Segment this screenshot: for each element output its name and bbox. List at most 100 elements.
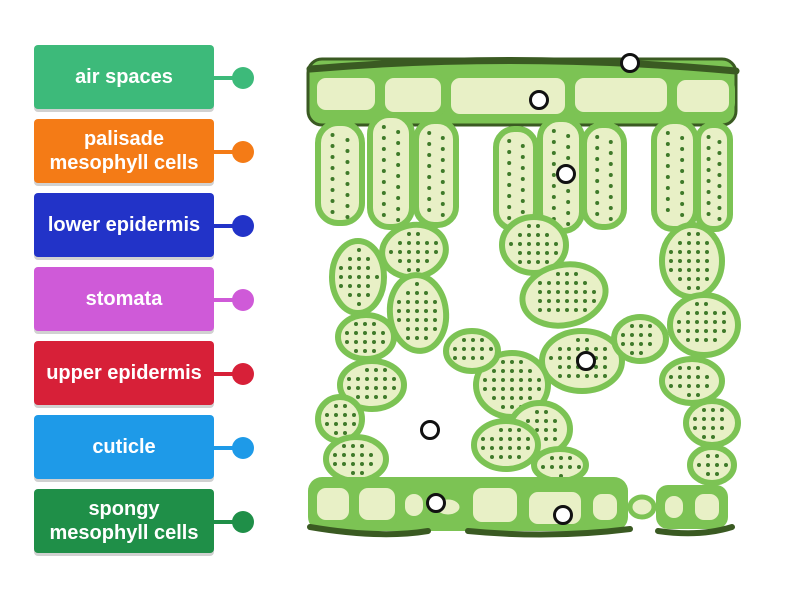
label-handle[interactable] [232,289,254,311]
chloroplast [594,347,598,351]
chloroplast [566,156,571,160]
label-cuticle[interactable]: cuticle [34,415,214,479]
chloroplast [648,342,652,346]
chloroplast [704,302,708,306]
chloroplast [693,426,697,430]
drop-target[interactable] [420,420,440,440]
chloroplast [398,241,402,245]
chloroplast [339,266,343,270]
chloroplast [639,351,643,355]
chloroplast [424,309,428,313]
chloroplast [536,251,540,255]
chloroplast [528,396,532,400]
chloroplast [639,324,643,328]
chloroplast [396,218,401,222]
chloroplast [489,347,493,351]
chloroplast [705,384,709,388]
chloroplast [697,463,701,467]
chloroplast [686,329,690,333]
chloroplast [528,369,532,373]
chloroplast [383,395,387,399]
chloroplast [366,275,370,279]
chloroplast [381,147,386,151]
label-upper-epidermis[interactable]: upper epidermis [34,341,214,405]
chloroplast [325,422,329,426]
chloroplast [702,426,706,430]
chloroplast [526,419,530,423]
label-bank: air spaces palisade mesophyll cells lowe… [0,0,270,600]
chloroplast [715,463,719,467]
label-lower-epidermis[interactable]: lower epidermis [34,193,214,257]
chloroplast [369,462,373,466]
drop-target[interactable] [529,90,549,110]
chloroplast [471,347,475,351]
label-spongy-mesophyll-cells[interactable]: spongy mesophyll cells [34,489,214,553]
chloroplast [577,465,581,469]
palisade-cell [315,120,365,226]
chloroplast [510,405,514,409]
chloroplast [565,290,569,294]
lower-epidermal-cell [587,488,623,526]
chloroplast [501,396,505,400]
chloroplast [527,242,531,246]
label-handle[interactable] [232,215,254,237]
chloroplast [568,456,572,460]
chloroplast [639,333,643,337]
label-air-spaces[interactable]: air spaces [34,45,214,109]
chloroplast [330,144,335,148]
label-handle[interactable] [232,437,254,459]
upper-cuticle [306,56,740,75]
chloroplast [608,140,613,144]
lower-epidermal-cell [353,482,401,526]
chloroplast [713,311,717,315]
chloroplast [345,160,350,164]
lower-epidermal-cell [311,482,355,526]
chloroplast [363,349,367,353]
label-connector [214,298,236,302]
chloroplast [519,369,523,373]
label-handle[interactable] [232,141,254,163]
chloroplast [427,175,432,179]
chloroplast [519,360,523,364]
label-connector [214,520,236,524]
chloroplast [397,300,401,304]
label-stomata[interactable]: stomata [34,267,214,331]
label-handle[interactable] [232,511,254,533]
chloroplast [406,318,410,322]
chloroplast [354,349,358,353]
chloroplast [507,205,512,209]
chloroplast [407,232,411,236]
chloroplast [565,272,569,276]
palisade-cell [581,122,627,230]
chloroplast [715,472,719,476]
chloroplast [538,290,542,294]
chloroplast [585,338,589,342]
label-handle[interactable] [232,67,254,89]
label-text: palisade mesophyll cells [49,128,199,174]
label-connector [214,76,236,80]
chloroplast [433,309,437,313]
chloroplast [392,377,396,381]
chloroplast [592,299,596,303]
chloroplast [574,308,578,312]
chloroplast [706,463,710,467]
drop-target[interactable] [576,351,596,371]
label-handle[interactable] [232,363,254,385]
chloroplast [499,428,503,432]
chloroplast [519,378,523,382]
drop-target[interactable] [553,505,573,525]
drop-target[interactable] [556,164,576,184]
drop-target[interactable] [426,493,446,513]
chloroplast [527,233,531,237]
chloroplast [334,422,338,426]
chloroplast [680,147,685,151]
chloroplast [342,444,346,448]
chloroplast [427,186,432,190]
drop-target[interactable] [620,53,640,73]
chloroplast [583,281,587,285]
chloroplast [538,308,542,312]
chloroplast [536,233,540,237]
chloroplast [396,185,401,189]
chloroplast [425,241,429,245]
label-palisade-mesophyll-cells[interactable]: palisade mesophyll cells [34,119,214,183]
